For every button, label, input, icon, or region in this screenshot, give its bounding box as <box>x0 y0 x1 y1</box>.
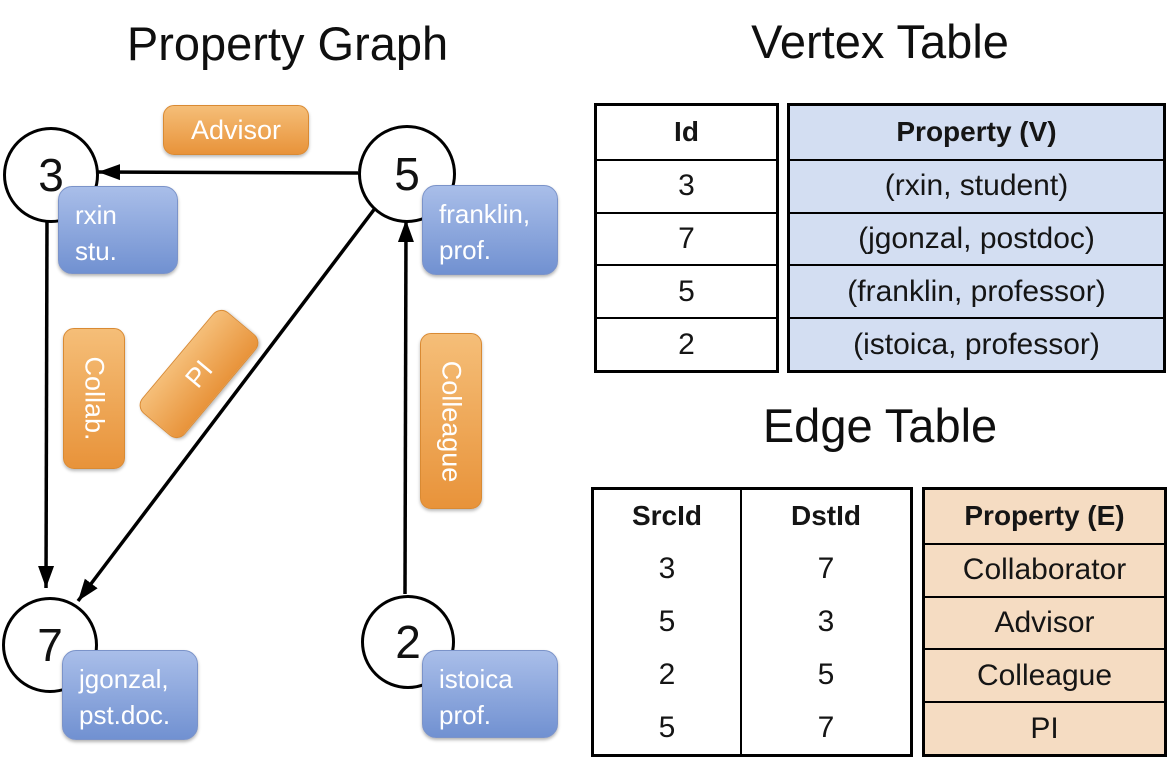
edge-row-src: 5 <box>594 701 742 754</box>
edge-row-property: Collaborator <box>925 542 1164 596</box>
edge-label-advisor-text: Advisor <box>190 114 282 145</box>
edge-label-colleague: Colleague <box>420 333 482 509</box>
vertex-row-property: (franklin, professor) <box>790 264 1163 318</box>
node-7-attribute-box: jgonzal, pst.doc. <box>62 650 198 740</box>
edge-row-src: 5 <box>594 595 742 649</box>
vertex-row-id: 7 <box>597 211 776 265</box>
edge-row-dst: 3 <box>817 604 835 638</box>
edge-label-advisor: Advisor <box>163 105 309 155</box>
node-5-attribute-box: franklin, prof. <box>422 185 558 275</box>
edge-table-property-header: Property (E) <box>925 490 1164 543</box>
node-2-attr-line1: istoica <box>439 664 513 694</box>
edge-row-dst: 5 <box>817 657 835 691</box>
node-3-attr-line1: rxin <box>75 200 117 230</box>
vertex-table-title: Vertex Table <box>751 15 1009 68</box>
node-2-id: 2 <box>395 616 421 668</box>
edge-label-collab: Collab. <box>63 328 125 469</box>
edge-row-property: PI <box>925 701 1164 754</box>
edge-table-id-columns: SrcId DstId 3 7 5 3 2 5 5 7 <box>591 487 913 757</box>
edge-label-collab-text: Collab. <box>79 356 110 441</box>
edge-table: SrcId DstId 3 7 5 3 2 5 5 7 Property (E)… <box>591 487 1167 757</box>
node-5-attr-line2: prof. <box>439 235 492 265</box>
node-5-attr-line1: franklin, <box>439 199 531 229</box>
node-5-id: 5 <box>394 148 420 200</box>
node-7-id: 7 <box>37 619 63 671</box>
edge-row-dst: 7 <box>817 552 835 586</box>
edge-line-colleague-2-to-5 <box>397 219 414 595</box>
node-2-attribute-box: istoica prof. <box>422 650 558 738</box>
vertex-row-property: (istoica, professor) <box>790 317 1163 370</box>
edge-table-title: Edge Table <box>762 399 998 452</box>
edge-row-src: 2 <box>594 648 742 702</box>
node-2-attr-line2: prof. <box>439 700 492 730</box>
edge-line-collab-3-to-7 <box>38 216 55 589</box>
edge-row-property: Colleague <box>925 648 1164 702</box>
edge-row-src: 3 <box>594 542 742 596</box>
vertex-table-id-header: Id <box>674 116 699 148</box>
node-7-attr-line2: pst.doc. <box>79 700 171 730</box>
vertex-row-id: 5 <box>597 264 776 317</box>
edge-label-pi-text: PI <box>178 354 219 394</box>
vertex-row-property: (jgonzal, postdoc) <box>790 211 1163 265</box>
edge-row-dst: 7 <box>817 710 835 744</box>
graph-edges-canvas <box>38 164 414 603</box>
edge-line-pi-5-to-7 <box>76 205 378 603</box>
vertex-row-property: (rxin, student) <box>790 158 1163 212</box>
node-7-attr-line1: jgonzal, <box>79 664 169 694</box>
edge-label-colleague-text: Colleague <box>436 360 467 482</box>
vertex-table-id-column: Id 3 7 5 2 <box>594 103 779 373</box>
node-2-circle: 2 <box>361 595 455 689</box>
edge-table-dstid-header: DstId <box>791 500 861 532</box>
vertex-table-property-header: Property (V) <box>790 106 1163 159</box>
vertex-table-property-column: Property (V) (rxin, student) (jgonzal, p… <box>787 103 1166 373</box>
node-3-attribute-box: rxin stu. <box>58 186 178 274</box>
edge-row-property: Advisor <box>925 595 1164 649</box>
node-3-attr-line2: stu. <box>75 236 117 266</box>
edge-table-property-column: Property (E) Collaborator Advisor Collea… <box>922 487 1167 757</box>
vertex-row-id: 2 <box>597 317 776 370</box>
vertex-table: Id 3 7 5 2 Property (V) (rxin, student) … <box>594 103 1166 373</box>
property-graph-title: Property Graph <box>126 17 449 70</box>
edge-table-srcid-header: SrcId <box>594 490 742 543</box>
vertex-row-id: 3 <box>597 158 776 212</box>
edge-line-advisor-5-to-3 <box>97 164 359 181</box>
